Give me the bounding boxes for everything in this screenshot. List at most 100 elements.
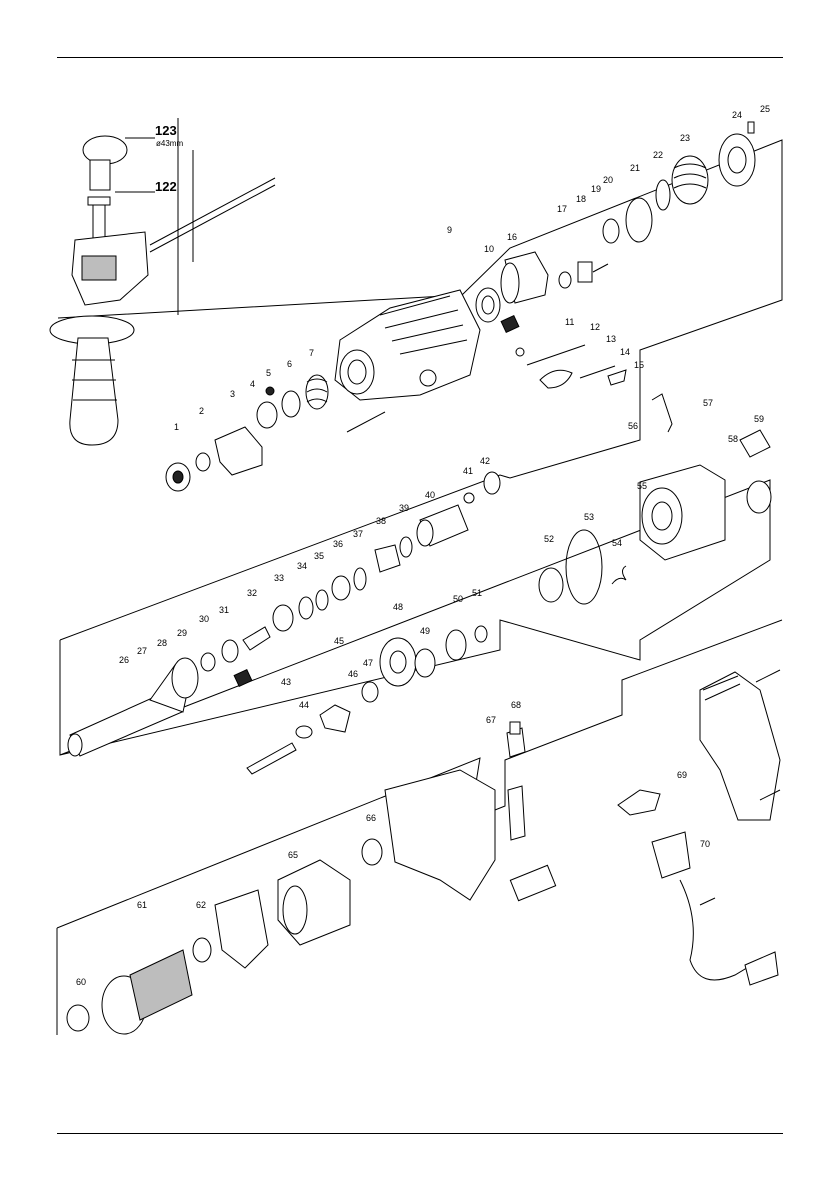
- crank-group: [247, 528, 652, 774]
- label-13: 13: [606, 334, 616, 344]
- label-62: 62: [196, 900, 206, 910]
- label-20: 20: [603, 175, 613, 185]
- label-66: 66: [366, 813, 376, 823]
- label-50: 50: [453, 594, 463, 604]
- part-7-spring: [306, 375, 328, 409]
- part-44-washer: [296, 726, 312, 738]
- clamp-bolt: [93, 200, 105, 240]
- label-29: 29: [177, 628, 187, 638]
- label-1: 1: [174, 422, 179, 432]
- part-3-sleeve: [215, 427, 262, 475]
- part-62-bearing: [193, 938, 211, 962]
- label-46: 46: [348, 669, 358, 679]
- holder-grip-texture: [82, 256, 116, 280]
- part-54-spring: [612, 566, 626, 584]
- part-13-selector: [540, 370, 572, 388]
- label-51: 51: [472, 588, 482, 598]
- label-53: 53: [584, 512, 594, 522]
- label-70: 70: [700, 839, 710, 849]
- label-31: 31: [219, 605, 229, 615]
- label-56: 56: [628, 421, 638, 431]
- part-66-bearing: [362, 839, 382, 865]
- label-32: 32: [247, 588, 257, 598]
- part-23-spring: [672, 156, 708, 204]
- part-11-ring: [516, 348, 524, 356]
- label-39: 39: [399, 503, 409, 513]
- part-52-seal: [539, 568, 563, 602]
- label-52: 52: [544, 534, 554, 544]
- label-2: 2: [199, 406, 204, 416]
- label-11: 11: [565, 317, 574, 327]
- label-28: 28: [157, 638, 167, 648]
- label-41: 41: [463, 466, 473, 476]
- part-12-pin: [527, 345, 585, 365]
- part-58-oring: [747, 481, 771, 513]
- label-7: 7: [309, 348, 314, 358]
- part-32-striker: [243, 627, 270, 650]
- part-69-switch-lever: [618, 790, 660, 815]
- label-16: 16: [507, 232, 517, 242]
- handle-diameter: ø43mm: [156, 139, 183, 148]
- label-58: 58: [728, 434, 738, 444]
- part-20-ring: [603, 219, 619, 243]
- part-4-washer: [257, 402, 277, 428]
- label-23: 23: [680, 133, 690, 143]
- label-60: 60: [76, 977, 86, 987]
- label-33: 33: [274, 573, 284, 583]
- label-15: 15: [634, 360, 644, 370]
- part-45-clutch: [320, 705, 350, 732]
- label-18: 18: [576, 194, 586, 204]
- label-48: 48: [393, 602, 403, 612]
- handle-clamp: [90, 160, 110, 190]
- part-38-ram: [375, 545, 400, 572]
- part-6-plate: [282, 391, 300, 417]
- label-37: 37: [353, 529, 363, 539]
- motor-housing-group: [640, 394, 771, 560]
- label-21: 21: [630, 163, 640, 173]
- brush-holder-lower: [508, 786, 525, 840]
- label-67: 67: [486, 715, 496, 725]
- spindle-group: [68, 472, 500, 756]
- section-outlines: [57, 118, 782, 1035]
- label-9: 9: [447, 225, 452, 235]
- part-51-bearing: [475, 626, 487, 642]
- label-6: 6: [287, 359, 292, 369]
- part-47-bushing: [362, 682, 378, 702]
- part-49-bearing: [415, 649, 435, 677]
- cord-clamp: [700, 898, 715, 905]
- part-17-roller: [559, 272, 571, 288]
- part-25-key: [748, 122, 754, 133]
- part-56-clip: [652, 394, 672, 432]
- label-42: 42: [480, 456, 490, 466]
- label-5: 5: [266, 368, 271, 378]
- part-43-shaft: [247, 743, 296, 774]
- label-40: 40: [425, 490, 435, 500]
- name-plate: [510, 865, 555, 900]
- part-68-brush-cap: [510, 722, 520, 734]
- label-25: 25: [760, 104, 770, 114]
- label-26: 26: [119, 655, 129, 665]
- part-31-washer: [222, 640, 238, 662]
- part-30-washer: [201, 653, 215, 671]
- motor-group: [67, 722, 556, 1034]
- baffle-plate: [215, 890, 268, 968]
- label-17: 17: [557, 204, 567, 214]
- label-34: 34: [297, 561, 307, 571]
- part-59-brush-holder: [740, 430, 770, 457]
- label-38: 38: [376, 516, 386, 526]
- handle-label-123: 123: [155, 123, 177, 138]
- part-42-pin: [484, 472, 500, 494]
- part-41-ring: [464, 493, 474, 503]
- label-43: 43: [281, 677, 291, 687]
- part-70-switch: [652, 832, 690, 878]
- housing-pin: [347, 412, 385, 432]
- motor-housing: [385, 770, 495, 900]
- part-2-ring: [196, 453, 210, 471]
- part-35-oring: [316, 590, 328, 610]
- part-36-bushing: [332, 576, 350, 600]
- part-50-gear: [446, 630, 466, 660]
- label-19: 19: [591, 184, 601, 194]
- label-24: 24: [732, 110, 742, 120]
- label-14: 14: [620, 347, 630, 357]
